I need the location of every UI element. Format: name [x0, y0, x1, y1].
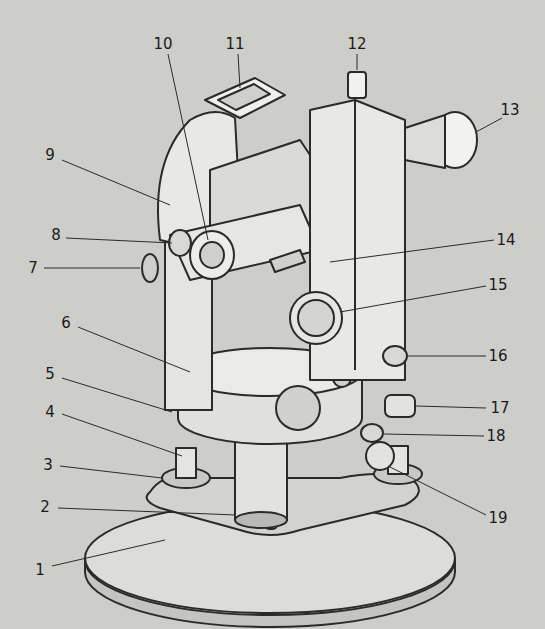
callout-number: 18 [486, 429, 505, 444]
callout-number: 9 [45, 148, 55, 163]
callout-number: 11 [225, 37, 244, 52]
callout-number: 2 [40, 500, 50, 515]
telescope [170, 205, 320, 280]
callout-number: 6 [61, 316, 71, 331]
callout-number: 8 [51, 228, 61, 243]
base-plate [85, 503, 455, 613]
leveling-screw [176, 448, 196, 478]
callout-number: 3 [43, 458, 53, 473]
callout-number: 12 [347, 37, 366, 52]
callout-number: 13 [500, 103, 519, 118]
callout-number: 14 [496, 233, 515, 248]
tangent-screw [385, 395, 415, 417]
callout-number: 16 [488, 349, 507, 364]
callout-number: 10 [153, 37, 172, 52]
leader-lines [44, 54, 502, 566]
focusing-knob [290, 292, 342, 344]
tube-level [205, 78, 285, 118]
callout-number: 19 [488, 511, 507, 526]
callout-number: 7 [28, 261, 38, 276]
callout-number: 5 [45, 367, 55, 382]
clamp-screw [366, 442, 394, 470]
callout-number: 4 [45, 405, 55, 420]
callout-number: 1 [35, 563, 45, 578]
clamp-knob [276, 386, 320, 430]
tangent-screw [383, 346, 407, 366]
callout-number: 15 [488, 278, 507, 293]
callout-number: 17 [490, 401, 509, 416]
top-knob [348, 72, 366, 98]
